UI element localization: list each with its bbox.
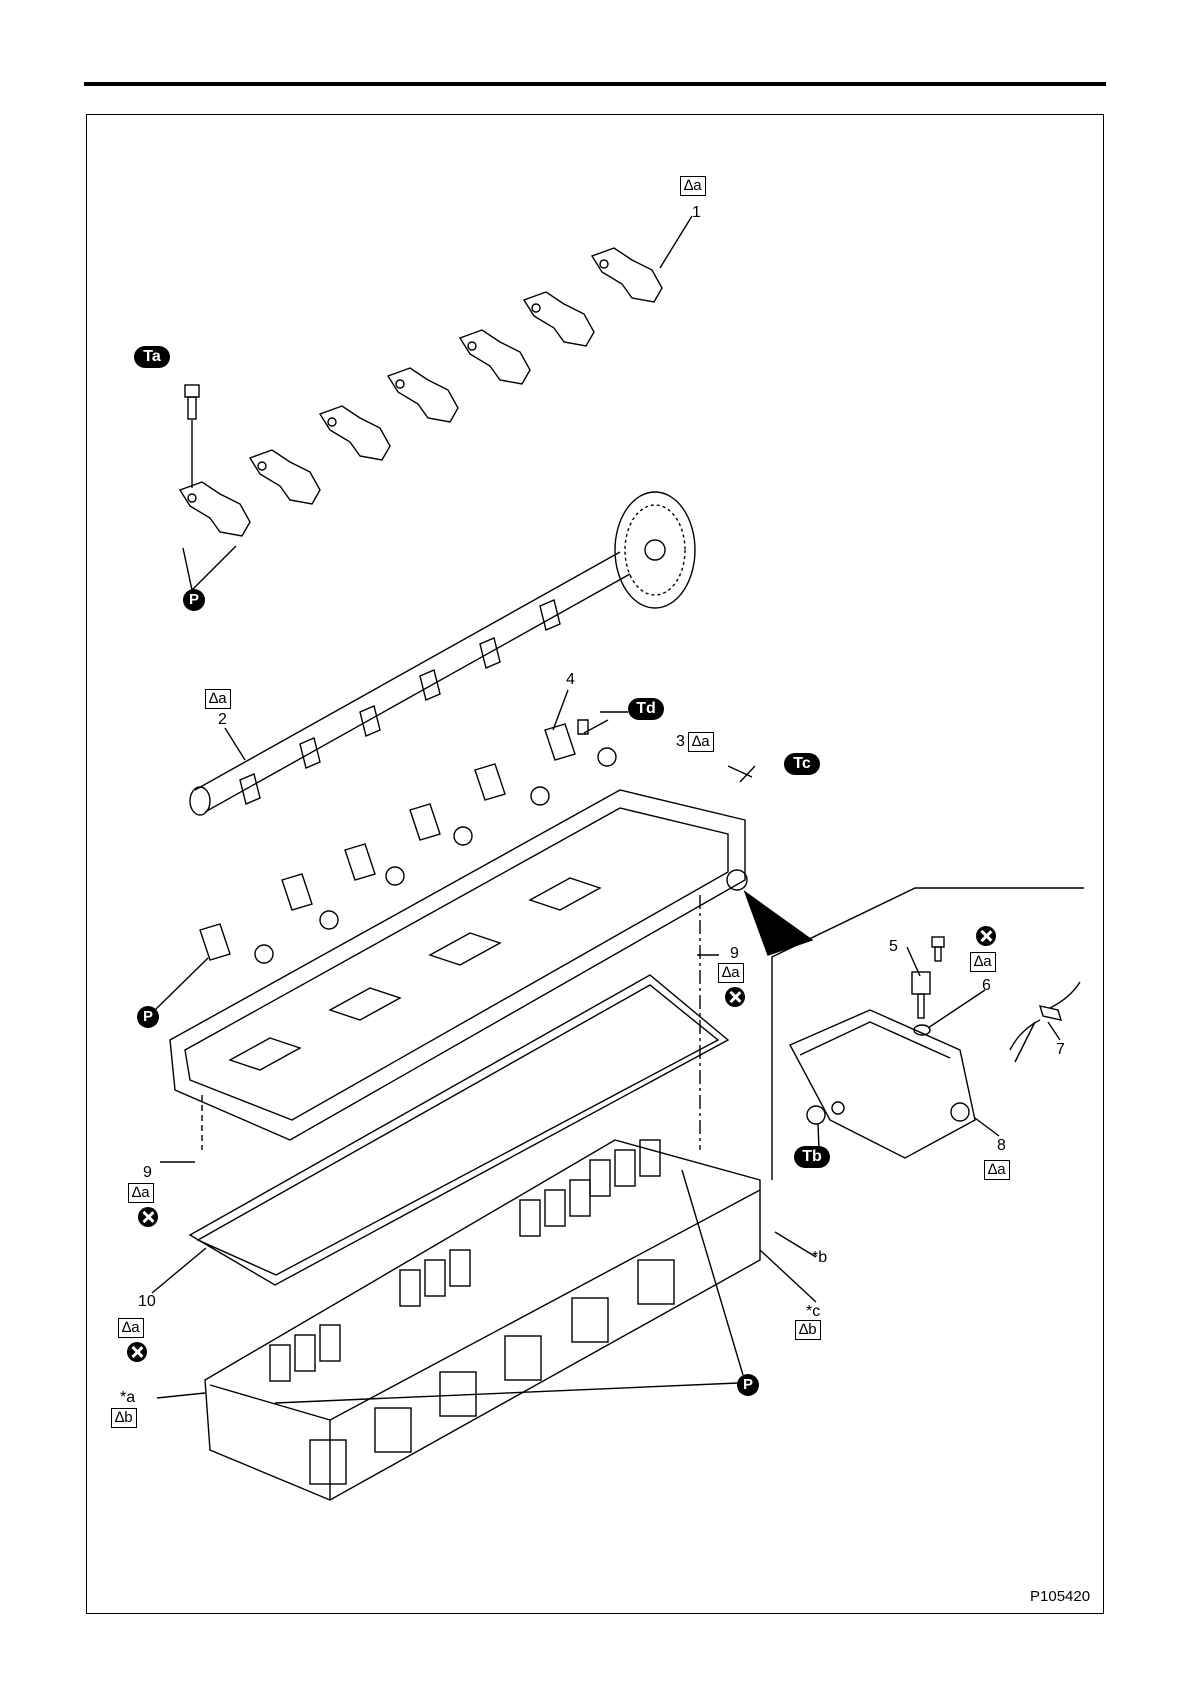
callout-1: 1: [692, 205, 701, 221]
sealant-badge-a: ∆a: [718, 963, 744, 983]
sealant-tube-icon: ∆: [974, 953, 983, 970]
cross-circle-icon: [127, 1342, 147, 1362]
bearing-cap-bolt: [185, 385, 199, 488]
sealant-badge-a: ∆a: [984, 1160, 1010, 1180]
lubricant-badge: P: [183, 589, 205, 611]
callout-3: 3: [676, 734, 685, 750]
sealant-tube-icon: ∆: [692, 733, 701, 750]
callout-star-b: *b: [812, 1250, 827, 1266]
callout-9-lower: 9: [143, 1165, 152, 1181]
sealant-badge-a: ∆a: [118, 1318, 144, 1338]
torque-badge-b: Tb: [794, 1146, 830, 1168]
sealant-tube-icon: ∆: [132, 1184, 141, 1201]
sealant-tube-icon: ∆: [988, 1161, 997, 1178]
callout-star-a: *a: [120, 1390, 135, 1406]
sealant-tube-icon: ∆: [722, 964, 731, 981]
sealant-badge-b: ∆b: [795, 1320, 821, 1340]
sealant-badge-a: ∆a: [680, 176, 706, 196]
camshaft-bearing-caps: [180, 248, 662, 536]
sealant-badge-a: ∆a: [205, 689, 231, 709]
sealant-tube-icon: ∆: [122, 1319, 131, 1336]
sealant-tube-icon: ∆: [684, 177, 693, 194]
torque-badge-c: Tc: [784, 753, 820, 775]
cross-circle-icon: [138, 1207, 158, 1227]
cylinder-head: [205, 1140, 760, 1500]
valve-springs: [270, 1140, 660, 1381]
sealant-tube-icon: ∆: [799, 1321, 808, 1338]
callout-star-c: *c: [806, 1304, 820, 1320]
sealant-badge-a: ∆a: [128, 1183, 154, 1203]
lubricant-badge: P: [737, 1374, 759, 1396]
callout-2: 2: [218, 712, 227, 728]
sealant-badge-b: ∆b: [111, 1408, 137, 1428]
camshaft: [190, 492, 695, 815]
callout-4: 4: [566, 672, 575, 688]
camshaft-housing: [170, 790, 747, 1140]
callout-10: 10: [138, 1294, 156, 1310]
callout-5: 5: [889, 939, 898, 955]
sealant-tube-icon: ∆: [209, 690, 218, 707]
cross-circle-icon: [976, 926, 996, 946]
cross-circle-icon: [725, 987, 745, 1007]
torque-badge-a: Ta: [134, 346, 170, 368]
sealant-badge-a: ∆a: [970, 952, 996, 972]
leader-lines: [152, 216, 816, 1403]
callout-8: 8: [997, 1138, 1006, 1154]
lubricant-badge: P: [137, 1006, 159, 1028]
sealant-tube-icon: ∆: [115, 1409, 124, 1426]
torque-badge-d: Td: [628, 698, 664, 720]
detail-inset: [745, 888, 1084, 1180]
callout-9-upper: 9: [730, 946, 739, 962]
sealant-badge-a: ∆a: [688, 732, 714, 752]
callout-7: 7: [1056, 1042, 1065, 1058]
figure-code: P105420: [1030, 1588, 1090, 1605]
callout-6: 6: [982, 978, 991, 994]
head-cover-gasket: [190, 975, 728, 1285]
